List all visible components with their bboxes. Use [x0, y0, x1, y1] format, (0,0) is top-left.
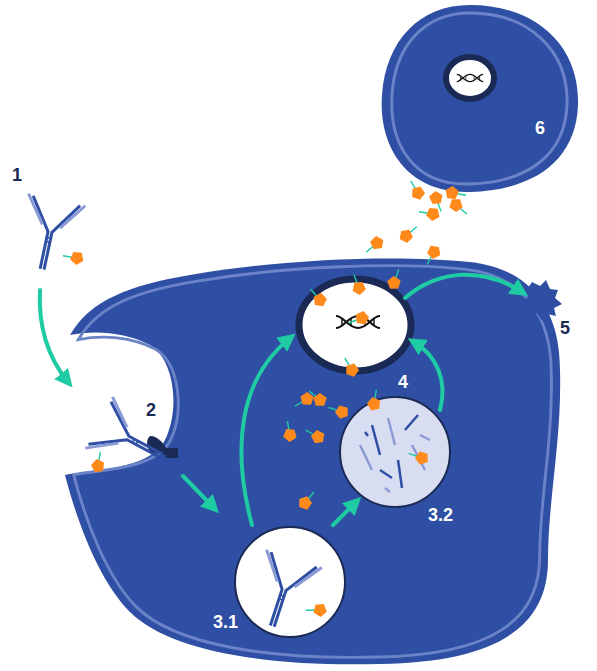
callout-number: 2: [146, 400, 156, 420]
lysosome: [340, 397, 450, 507]
payload: [399, 224, 417, 244]
payload: [406, 181, 428, 201]
process-arrow: [40, 290, 68, 382]
illustration-part: [398, 460, 402, 488]
callout-number: 5: [560, 318, 570, 338]
cell-membrane: [74, 266, 552, 658]
payload: [449, 199, 467, 214]
payload: [299, 492, 314, 510]
callout-number: 3.2: [428, 505, 453, 525]
target-cell: [65, 258, 560, 664]
payload: [366, 235, 384, 255]
illustration-part: [388, 418, 395, 445]
callout-number: 3.1: [213, 612, 238, 632]
callout-number: 6: [535, 118, 545, 138]
callout-number: 4: [398, 372, 408, 392]
process-arrow: [241, 338, 290, 525]
callout-number: 1: [12, 165, 22, 185]
illustration-part: [360, 445, 372, 470]
dna-symbol: [457, 74, 483, 81]
payload: [419, 203, 442, 225]
payload: [426, 190, 449, 212]
payload: [309, 391, 327, 406]
payload: [88, 452, 110, 475]
process-arrow: [183, 476, 214, 508]
apoptotic-cell: [523, 280, 562, 321]
payload: [278, 421, 301, 444]
process-arrow: [405, 275, 522, 298]
payload: [349, 308, 371, 331]
process-arrow: [333, 502, 356, 525]
neighbour-cell: [382, 5, 578, 192]
illustration-part: [405, 415, 418, 430]
neighbour-cell-membrane: [392, 13, 567, 184]
payload: [364, 390, 386, 413]
antibody-drug-conjugate: [14, 194, 85, 276]
endosome: [235, 527, 345, 637]
antibody-fragments: [360, 415, 430, 492]
illustration-part: [380, 470, 392, 478]
bound-antibody: [85, 397, 175, 482]
illustration-part: [385, 488, 390, 492]
nucleus: [299, 279, 411, 371]
payload: [329, 401, 351, 421]
payload: [306, 427, 326, 445]
payload: [347, 275, 370, 297]
payload: [424, 244, 442, 264]
payload: [340, 358, 362, 378]
payload: [306, 599, 329, 622]
internalised-antibody: [245, 550, 322, 635]
process-arrow: [414, 342, 442, 410]
illustration-part: [372, 425, 380, 455]
illustration-part: [420, 435, 430, 440]
payload: [409, 447, 431, 467]
neighbour-nucleus: [446, 57, 494, 99]
process-arrows: [40, 275, 522, 525]
payload: [308, 289, 328, 307]
illustration-part: [365, 432, 368, 436]
payload: [385, 270, 405, 292]
payload: [63, 247, 86, 269]
